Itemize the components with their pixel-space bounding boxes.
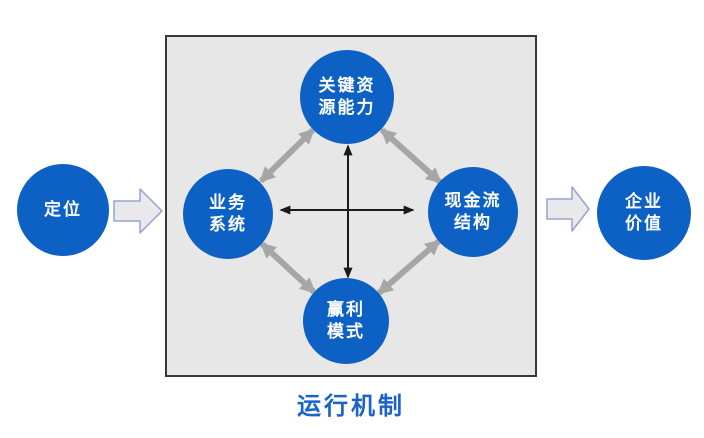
node-cash-flow-label: 现金流 结构 <box>444 190 502 232</box>
node-key-resources: 关键资 源能力 <box>300 50 394 144</box>
node-positioning: 定位 <box>17 164 109 256</box>
connector-cashflow-to-profitmodel <box>377 238 441 296</box>
node-profit-model: 赢利 模式 <box>303 278 389 364</box>
node-enterprise-value-label: 企业 价值 <box>625 191 663 233</box>
connector-business-to-keyresources <box>258 127 316 184</box>
node-business-system-label: 业务 系统 <box>209 192 247 234</box>
connector-keyresources-to-cashflow <box>379 127 443 185</box>
flow-arrow-right-icon <box>546 186 590 232</box>
diagram-title: 运行机制 <box>297 393 405 420</box>
node-key-resources-label: 关键资 源能力 <box>318 75 376 117</box>
node-business-system: 业务 系统 <box>183 169 273 259</box>
node-profit-model-label: 赢利 模式 <box>327 299 365 341</box>
node-cash-flow: 现金流 结构 <box>428 167 518 257</box>
node-positioning-label: 定位 <box>44 199 82 219</box>
node-enterprise-value: 企业 价值 <box>597 166 691 260</box>
connector-profitmodel-to-business <box>259 241 317 295</box>
flow-arrow-left-icon <box>113 188 163 234</box>
